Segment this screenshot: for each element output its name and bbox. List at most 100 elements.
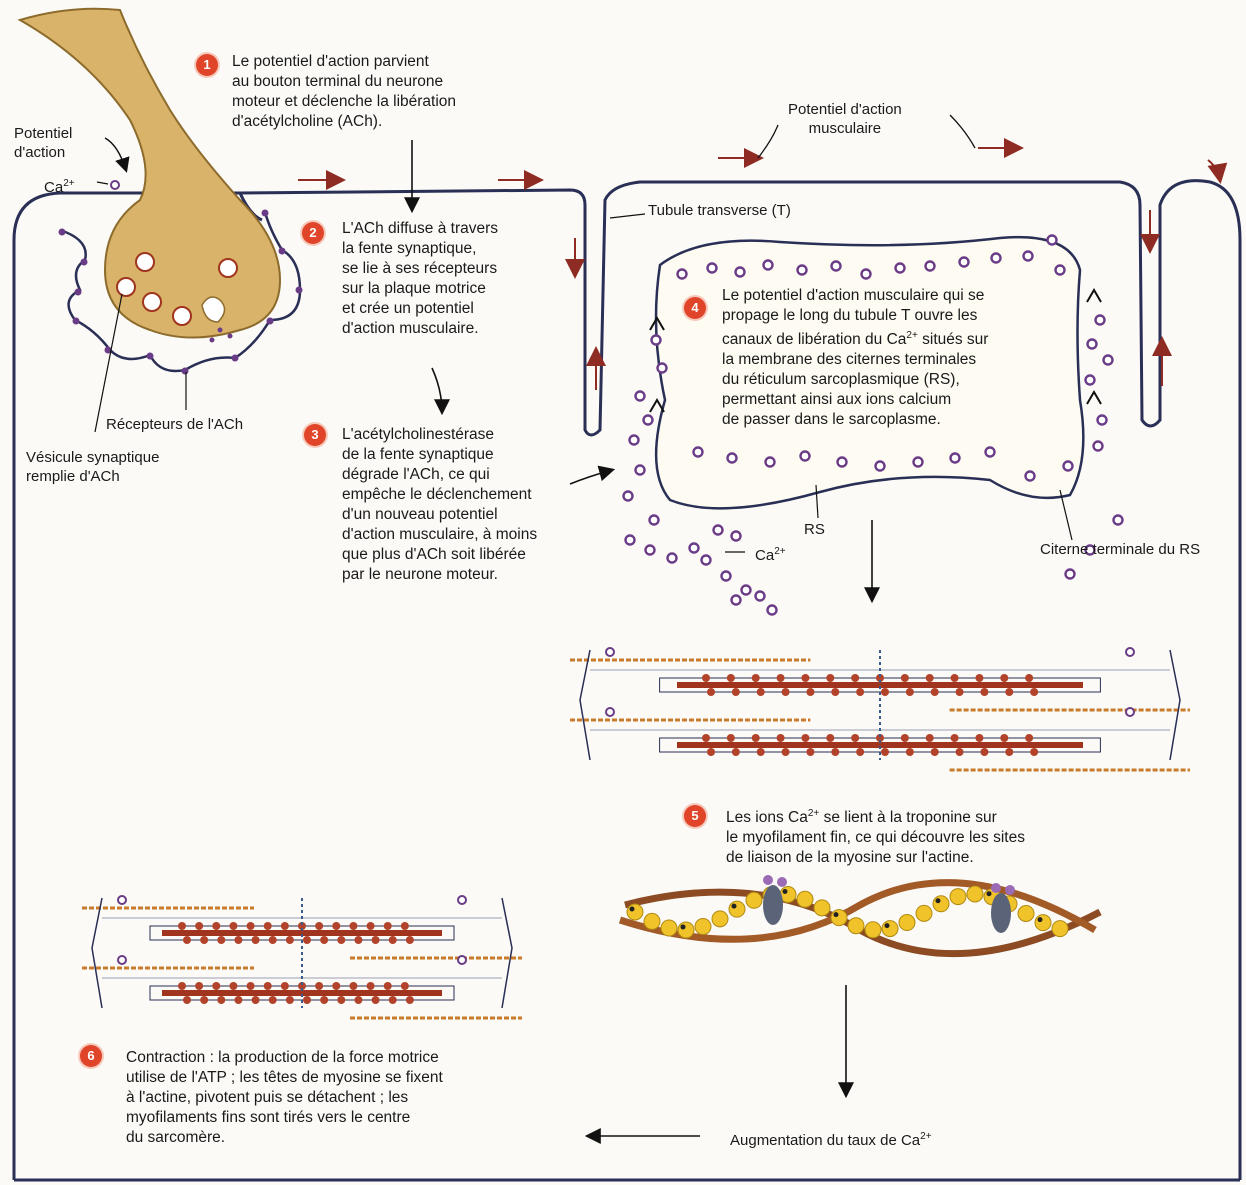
myosin-head: [332, 922, 340, 930]
myosin-head: [782, 688, 790, 696]
calcium-ion: [678, 270, 687, 279]
calcium-ion: [1064, 462, 1073, 471]
actin-bead: [882, 921, 898, 937]
myosin-head: [337, 936, 345, 944]
myosin-head: [831, 688, 839, 696]
calcium-ion: [876, 462, 885, 471]
label-augmentation: Augmentation du taux de Ca2+: [730, 1127, 932, 1150]
myosin-head: [200, 936, 208, 944]
myosin-head: [252, 936, 260, 944]
myosin-head: [777, 734, 785, 742]
calcium-ion: [801, 452, 810, 461]
calcium-ion: [1126, 708, 1134, 716]
myosin-head: [303, 936, 311, 944]
myosin-head: [178, 922, 186, 930]
myosin-head: [195, 982, 203, 990]
myosin-head: [707, 688, 715, 696]
actin-bead: [916, 905, 932, 921]
myosin-head: [1005, 748, 1013, 756]
myosin-head: [1025, 734, 1033, 742]
calcium-ion: [838, 458, 847, 467]
calcium-ion: [668, 554, 677, 563]
calcium-ion: [832, 262, 841, 271]
myosin-head: [367, 982, 375, 990]
myosin-head: [269, 996, 277, 1004]
calcium-ion: [1098, 416, 1107, 425]
calcium-ion: [1066, 570, 1075, 579]
myosin-head: [229, 982, 237, 990]
calcium-ion: [626, 536, 635, 545]
myosin-head: [980, 688, 988, 696]
calcium-ion: [736, 268, 745, 277]
myosin-head: [286, 996, 294, 1004]
actin-bead: [661, 920, 677, 936]
calcium-ion: [1024, 252, 1033, 261]
myosin-head: [1000, 674, 1008, 682]
myosin-head: [401, 982, 409, 990]
calcium-ion: [118, 896, 126, 904]
myosin-head: [856, 688, 864, 696]
myosin-head: [252, 996, 260, 1004]
myosin-head: [851, 734, 859, 742]
myosin-head: [320, 936, 328, 944]
myosin-head: [183, 996, 191, 1004]
myosin-head: [234, 936, 242, 944]
step-5-text: Les ions Ca2+ se lient à la troponine su…: [726, 804, 1025, 868]
label-recepteurs: Récepteurs de l'ACh: [106, 415, 243, 434]
myosin-head: [906, 748, 914, 756]
myosin-head: [234, 996, 242, 1004]
myosin-head: [354, 996, 362, 1004]
myosin-head: [926, 674, 934, 682]
actin-bead: [1018, 906, 1034, 922]
actin-bead: [712, 911, 728, 927]
binding-site: [885, 923, 890, 928]
calcium-ion: [960, 258, 969, 267]
calcium-ion: [766, 458, 775, 467]
myosin-head: [281, 922, 289, 930]
myosin-head: [332, 982, 340, 990]
actin-bead: [933, 896, 949, 912]
myosin-head: [200, 996, 208, 1004]
actin-bead: [746, 892, 762, 908]
myosin-head: [384, 982, 392, 990]
myosin-head: [801, 674, 809, 682]
step-1-badge: 1: [196, 54, 218, 76]
calcium-ion: [914, 458, 923, 467]
myosin-head: [975, 674, 983, 682]
actin-bead: [1035, 915, 1051, 931]
calcium-ion: [458, 956, 466, 964]
thin-filament: [620, 875, 1100, 954]
myosin-head: [349, 922, 357, 930]
calcium-ion: [118, 956, 126, 964]
calcium-ion: [1114, 516, 1123, 525]
calcium-ion: [1126, 648, 1134, 656]
label-citerne: Citerne terminale du RS: [1040, 540, 1200, 559]
myosin-head: [752, 674, 760, 682]
binding-site: [630, 907, 635, 912]
step-1-text: Le potentiel d'action parvient au bouton…: [232, 52, 456, 132]
myosin-head: [980, 748, 988, 756]
myosin-head: [757, 748, 765, 756]
myosin-head: [1030, 748, 1038, 756]
calcium-ion: [798, 266, 807, 275]
actin-bead: [1052, 921, 1068, 937]
calcium-ion: [722, 572, 731, 581]
calcium-ion: [756, 592, 765, 601]
step-2-text: L'ACh diffuse à travers la fente synapti…: [342, 219, 498, 339]
myosin-head: [951, 674, 959, 682]
myosin-head: [195, 922, 203, 930]
calcium-ion: [732, 596, 741, 605]
myosin-head: [975, 734, 983, 742]
calcium-ion: [636, 466, 645, 475]
calcium-ion: [714, 526, 723, 535]
calcium-ion: [650, 516, 659, 525]
label-ca-bottom: Ca2+: [755, 542, 786, 565]
myosin-head: [212, 922, 220, 930]
myosin-head: [931, 748, 939, 756]
actin-bead: [899, 915, 915, 931]
calcium-ion: [708, 264, 717, 273]
myosin-head: [269, 936, 277, 944]
myosin-head: [926, 734, 934, 742]
myosin-head: [702, 734, 710, 742]
